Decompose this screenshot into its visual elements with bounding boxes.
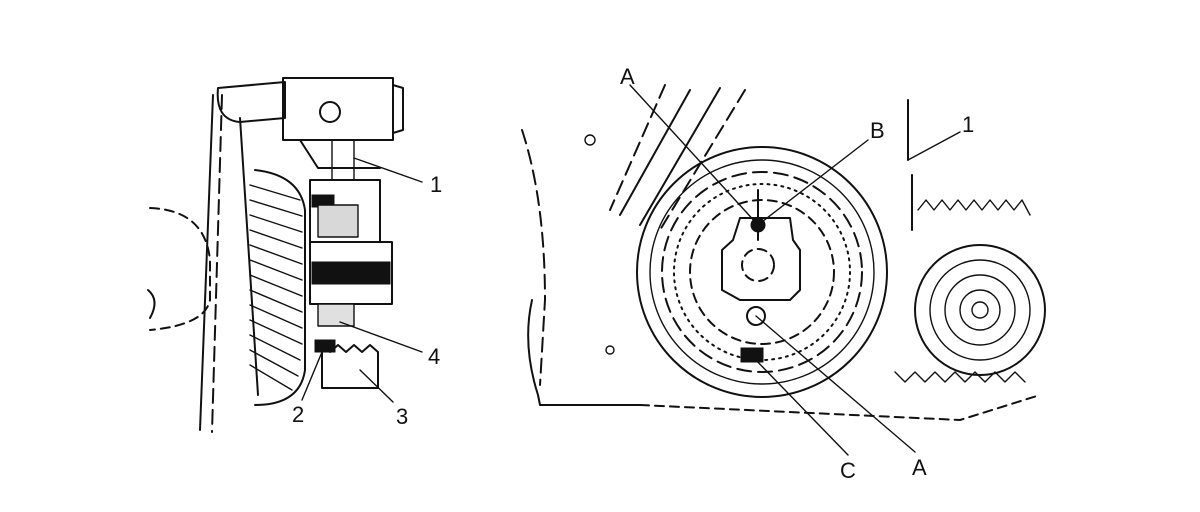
pipe-dashed-1 xyxy=(609,84,666,211)
hub-center-hole xyxy=(741,248,775,282)
small-gear-ring-2 xyxy=(944,274,1016,346)
callout-right-c: C xyxy=(840,458,856,483)
frame-line-2 xyxy=(211,94,223,433)
timing-mark-a xyxy=(746,306,766,326)
leader-right-a-bottom xyxy=(755,315,916,453)
upper-hatched-piece xyxy=(317,204,359,238)
sprocket-inner-rim xyxy=(649,159,875,385)
casing-bottom xyxy=(527,299,641,406)
leader-left-2 xyxy=(301,351,323,401)
timing-mark-c xyxy=(740,347,764,363)
clamp-bolt-icon xyxy=(319,101,341,123)
part-2-key xyxy=(314,339,336,353)
leader-right-1 xyxy=(907,131,961,161)
clamp-bracket xyxy=(299,139,381,169)
leader-left-3 xyxy=(359,369,394,403)
casing-left-edge xyxy=(521,129,546,386)
leader-right-c xyxy=(751,355,849,456)
sprocket-tooth-circle xyxy=(661,171,863,373)
pipe-dashed-2 xyxy=(659,89,746,231)
small-gear-rim xyxy=(914,244,1046,376)
leader-right-a-top xyxy=(629,84,759,226)
leader-left-4 xyxy=(339,321,423,353)
callout-left-2: 2 xyxy=(292,402,304,427)
pipe-line-1 xyxy=(619,89,691,216)
small-gear-teeth-bottom xyxy=(894,371,1026,383)
helical-gear-teeth xyxy=(249,184,303,391)
leader-right-b xyxy=(757,139,869,226)
middle-black-band xyxy=(311,261,391,285)
sprocket-outer-rim xyxy=(636,146,888,398)
clamp-housing xyxy=(282,77,394,141)
callout-right-b: B xyxy=(870,118,885,143)
small-gear-center xyxy=(971,301,989,319)
left-view-assembly: 1 4 2 3 xyxy=(147,77,442,433)
sprocket-hub-circle xyxy=(689,199,835,345)
pipe-line-2 xyxy=(639,87,721,226)
part-1-shaft xyxy=(331,139,355,181)
leader-left-1 xyxy=(353,157,423,183)
frame-line-3 xyxy=(239,117,259,396)
part-4-plate xyxy=(317,303,355,327)
callout-right-a-top: A xyxy=(620,64,635,89)
callout-right-a-bottom: A xyxy=(912,455,927,480)
callout-left-3: 3 xyxy=(396,404,408,429)
casing-bolt-2-icon xyxy=(605,345,615,355)
callout-left-1: 1 xyxy=(430,172,442,197)
callout-right-1: 1 xyxy=(962,112,974,137)
casing-bottom-dashed xyxy=(639,394,1041,421)
callout-left-4: 4 xyxy=(428,344,440,369)
helical-gear-outline xyxy=(254,169,306,406)
left-small-arc xyxy=(147,289,156,319)
frame-line-1 xyxy=(199,94,214,431)
small-gear-ring-3 xyxy=(959,289,1001,331)
clamp-cap xyxy=(392,84,404,134)
right-view-assembly: A B 1 C A xyxy=(521,64,1046,483)
small-gear-teeth-top xyxy=(917,199,1031,216)
casing-bolt-1-icon xyxy=(584,134,596,146)
small-gear-ring-1 xyxy=(929,259,1031,361)
sprocket-chain-circle xyxy=(673,183,851,361)
left-dashed-arc xyxy=(149,207,211,331)
arm-tube xyxy=(216,81,286,123)
sprocket-hub xyxy=(721,217,801,301)
